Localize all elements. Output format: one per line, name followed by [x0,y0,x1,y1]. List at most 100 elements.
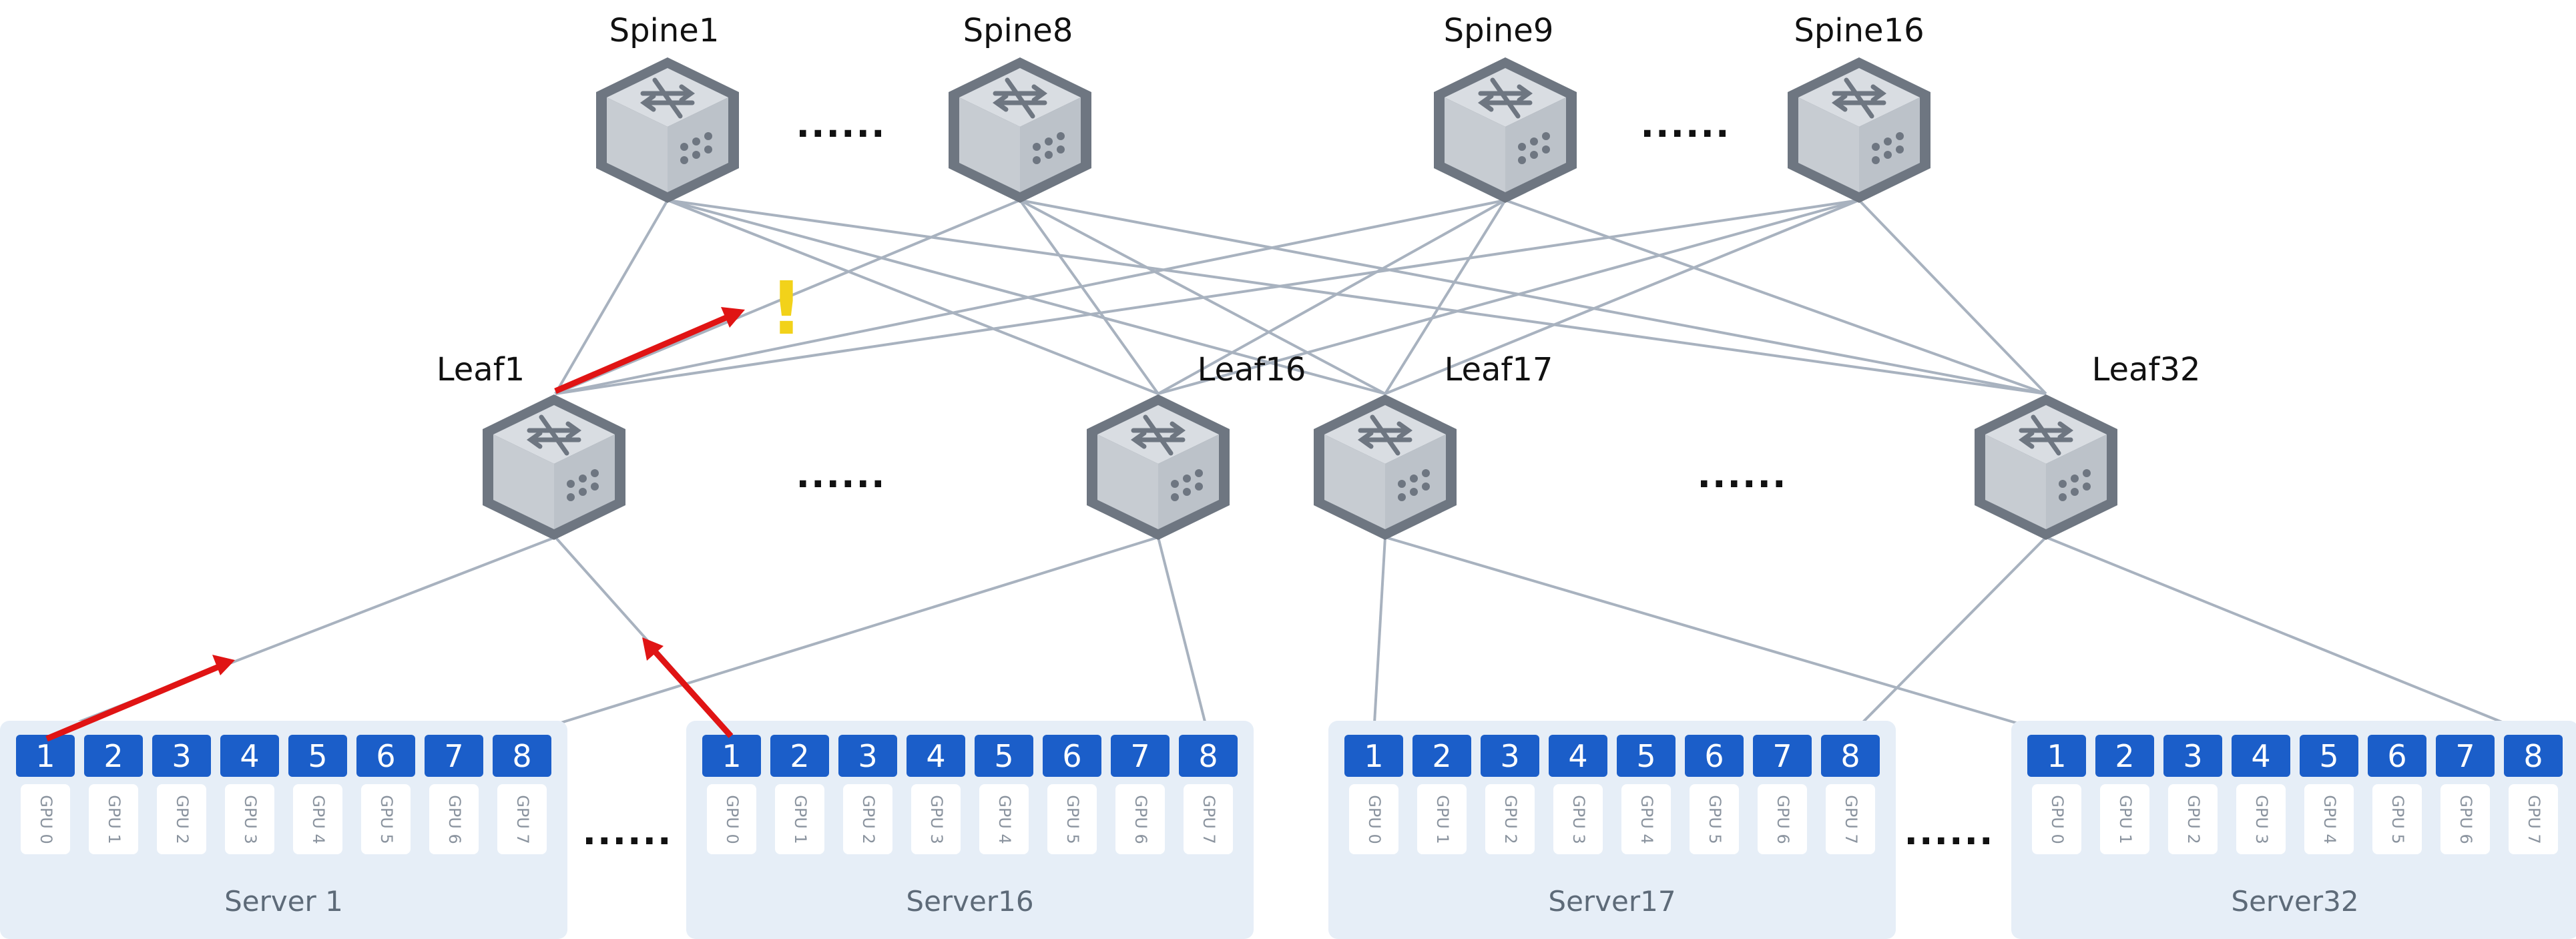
server-label: Server32 [2231,885,2358,918]
port-number: 2 [790,738,809,774]
port-box[interactable] [84,735,143,777]
leaf-label: Leaf16 [1198,351,1306,388]
port-box[interactable] [2095,735,2154,777]
spine4-leaf1-link [555,199,1860,395]
spine-label: Spine8 [963,12,1073,49]
gpu-label: GPU 5 [2388,795,2407,844]
port-number: 6 [1704,738,1724,774]
port-box[interactable] [2232,735,2290,777]
leaf1-switch-icon[interactable] [483,394,625,540]
port-box[interactable] [1617,735,1676,777]
port-number: 6 [1062,738,1081,774]
gpu-card [1621,784,1671,854]
port-box[interactable] [220,735,279,777]
port-box[interactable] [1481,735,1539,777]
spine3-switch-icon[interactable] [1434,57,1577,203]
leaf3-server4-link [1384,536,2057,736]
gpu-card [2372,784,2422,854]
port-box[interactable] [152,735,211,777]
port-box[interactable] [288,735,347,777]
port-box[interactable] [2027,735,2086,777]
port-box[interactable] [1179,735,1238,777]
port-box[interactable] [1549,735,1607,777]
spine1-leaf4-link [667,199,2047,395]
port-box[interactable] [16,735,75,777]
port-box[interactable] [1043,735,1101,777]
gpu-label: GPU 6 [2457,795,2475,844]
port-box[interactable] [1753,735,1812,777]
port-box[interactable] [2300,735,2358,777]
leaf4-switch-icon[interactable] [1975,394,2117,540]
gpu-label: GPU 6 [1774,795,1792,844]
port-number: 3 [858,738,877,774]
gpu-label: GPU 1 [1433,795,1452,844]
gpu-label: GPU 5 [1706,795,1724,844]
port-number: 8 [1840,738,1860,774]
gpu-label: GPU 5 [1063,795,1082,844]
port-box[interactable] [975,735,1033,777]
port-number: 4 [2251,738,2270,774]
port-box[interactable] [770,735,829,777]
gpu-label: GPU 1 [105,795,123,844]
gpu-card [1417,784,1467,854]
spine-label: Spine1 [609,12,720,49]
gpu-label: GPU 4 [995,795,1014,844]
gpu-label: GPU 6 [445,795,464,844]
gpu-label: GPU 7 [1200,795,1218,844]
spine2-switch-icon[interactable] [949,57,1091,203]
port-box[interactable] [907,735,965,777]
port-number: 1 [35,738,55,774]
spine3-leaf3-link [1384,199,1507,395]
port-box[interactable] [356,735,415,777]
port-number: 1 [722,738,741,774]
port-box[interactable] [1685,735,1744,777]
leaf-label: Leaf17 [1445,351,1553,388]
red-arrow-head-2 [642,637,664,661]
port-box[interactable] [838,735,897,777]
gpu-card [775,784,824,854]
gpu-label: GPU 2 [1501,795,1520,844]
spine1-leaf2-link [667,199,1159,395]
red-arrow-head-1 [212,655,235,675]
port-number: 5 [308,738,327,774]
red-arrow-head-3 [721,307,745,328]
port-box[interactable] [2436,735,2495,777]
gpu-label: GPU 3 [2252,795,2271,844]
port-number: 1 [2047,738,2066,774]
port-box[interactable] [1344,735,1403,777]
spine1-switch-icon[interactable] [596,57,739,203]
leaf2-switch-icon[interactable] [1087,394,1230,540]
spine3-leaf1-link [555,199,1506,395]
gpu-card [2509,784,2558,854]
port-box[interactable] [1111,735,1170,777]
port-box[interactable] [702,735,761,777]
spine-label: Spine16 [1794,12,1924,49]
port-number: 4 [1568,738,1587,774]
port-box[interactable] [1821,735,1880,777]
spine3-leaf4-link [1505,199,2047,395]
leaf3-server3-link [1372,537,1386,735]
port-number: 6 [376,738,395,774]
gpu-card [2100,784,2149,854]
port-box[interactable] [1412,735,1471,777]
gpu-card [1349,784,1398,854]
gpu-card [2236,784,2286,854]
gpu-label: GPU 3 [1569,795,1588,844]
port-number: 8 [512,738,531,774]
port-box[interactable] [2504,735,2563,777]
port-box[interactable] [493,735,551,777]
port-number: 6 [2387,738,2406,774]
port-box[interactable] [2368,735,2426,777]
network-links [45,199,2534,736]
port-number: 7 [1772,738,1792,774]
gpu-label: GPU 2 [173,795,192,844]
leaf3-switch-icon[interactable] [1314,394,1457,540]
port-number: 2 [2115,738,2134,774]
port-box[interactable] [2163,735,2222,777]
port-box[interactable] [425,735,483,777]
spine4-switch-icon[interactable] [1788,57,1930,203]
